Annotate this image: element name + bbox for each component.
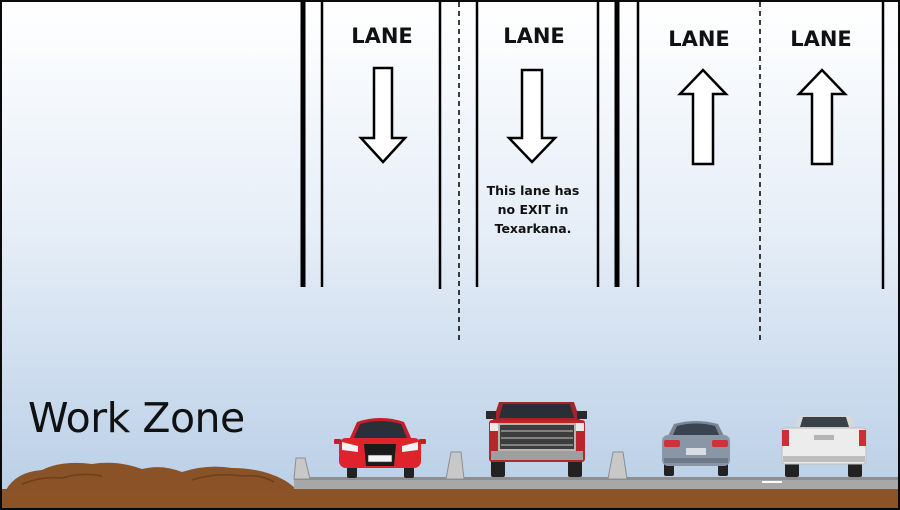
- roadway: [293, 451, 898, 489]
- dirt-pile: [6, 462, 296, 490]
- gray-car: [662, 421, 730, 476]
- work-zone-label: Work Zone: [28, 394, 245, 442]
- lane-note-line: Texarkana.: [494, 221, 572, 236]
- up-arrow-icon: [796, 68, 848, 166]
- lane-lines: [300, 2, 885, 344]
- jersey-barrier: [293, 457, 311, 480]
- lane-label: LANE: [351, 24, 413, 48]
- lane-label: LANE: [790, 27, 852, 51]
- lane-note-line: no EXIT in: [497, 202, 569, 217]
- down-arrow-icon: [358, 66, 408, 164]
- lane-note-line: This lane has: [486, 183, 580, 198]
- white-pickup-truck: [781, 415, 867, 477]
- up-arrow-icon: [677, 68, 729, 166]
- ground: [2, 462, 898, 508]
- jersey-barrier: [445, 451, 465, 480]
- red-pickup-truck: [486, 402, 587, 477]
- lane-label: LANE: [668, 27, 730, 51]
- down-arrow-icon: [506, 68, 558, 164]
- lane-note: This lane has no EXIT in Texarkana.: [468, 181, 598, 238]
- jersey-barrier: [607, 451, 628, 480]
- lane-label: LANE: [503, 24, 565, 48]
- red-car: [334, 418, 426, 478]
